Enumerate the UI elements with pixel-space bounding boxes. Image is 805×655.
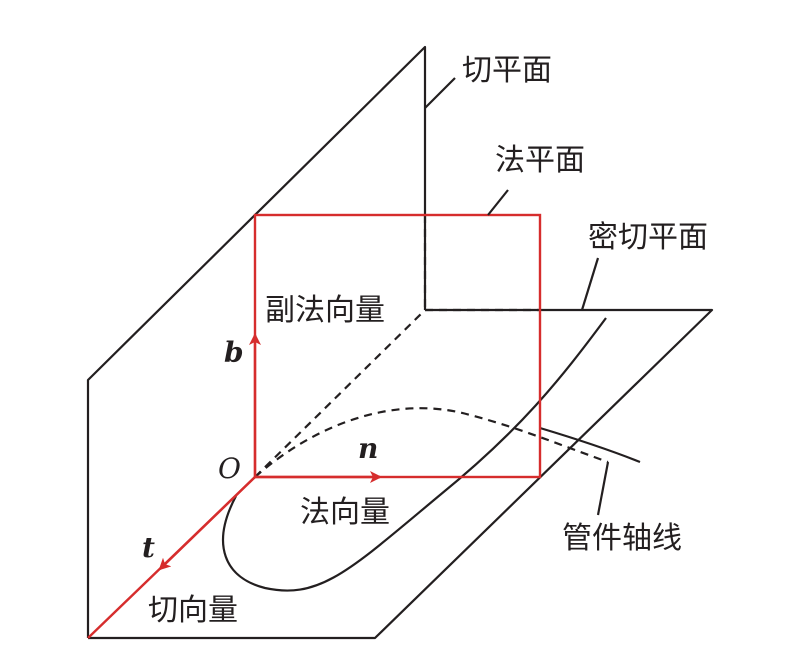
normal-plane-square [253, 213, 542, 479]
tangent-vector-label: 切向量 [148, 593, 238, 628]
origin-label: O [218, 452, 241, 485]
t-vector-label: t [142, 531, 155, 564]
vertical-plane [86, 45, 427, 638]
leader-vertical-plane [424, 77, 456, 109]
pipe-axis-curve-hidden [254, 407, 609, 478]
rectifying-plane-label: 切平面 [462, 53, 552, 88]
leader-normal-plane [487, 189, 509, 216]
b-vector-label: b [224, 336, 244, 369]
binormal-vector-label: 副法向量 [265, 293, 385, 328]
hidden-edge-diagonal [254, 309, 426, 478]
pipe-axis-curve-right [539, 426, 641, 464]
normal-vector-label: 法向量 [300, 495, 390, 530]
leader-pipe-axis [596, 461, 610, 516]
tangent-arrow [158, 476, 256, 571]
leader-osculating-plane [580, 257, 600, 311]
osculating-plane-label: 密切平面 [588, 220, 708, 255]
n-vector-label: n [358, 432, 378, 465]
normal-plane-label: 法平面 [495, 143, 585, 178]
pipe-axis-curve-front [221, 317, 607, 592]
pipe-axis-label: 管件轴线 [562, 521, 682, 556]
horizontal-plane [88, 308, 714, 640]
